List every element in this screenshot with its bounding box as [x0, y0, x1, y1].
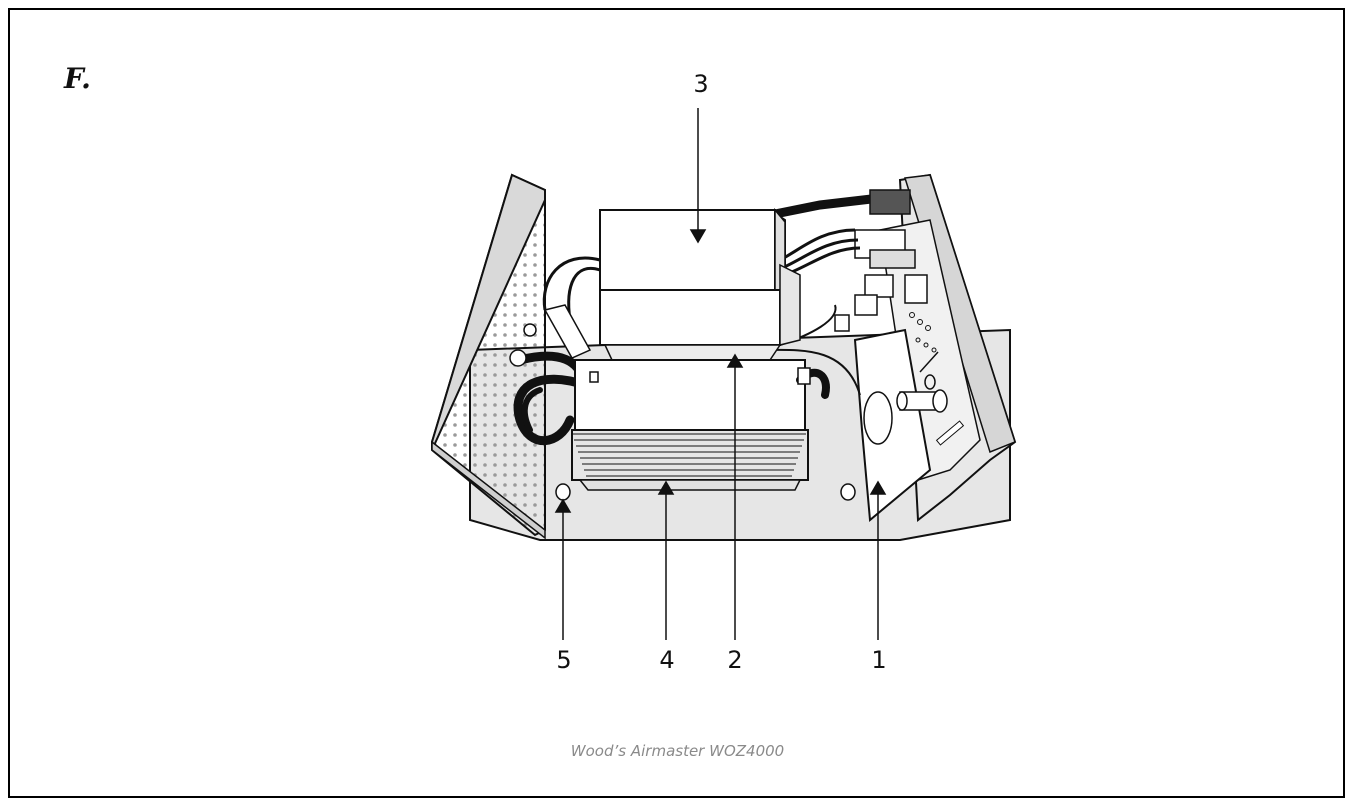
mounting-foot-right	[840, 483, 856, 501]
callout-5: 5	[556, 646, 572, 674]
callout-3: 3	[693, 70, 709, 98]
footer-caption: Wood’s Airmaster WOZ4000	[570, 742, 785, 760]
figure-label: F.	[64, 62, 91, 95]
heatsink-base	[578, 479, 802, 491]
ozone-generator-body	[599, 289, 781, 346]
mounting-foot-left	[555, 483, 571, 501]
ozone-generator-top	[599, 209, 776, 291]
left-side-panel-edge	[431, 173, 546, 451]
callout-4: 4	[659, 646, 675, 674]
fan-bracket	[853, 328, 932, 522]
heatsink-top	[574, 359, 806, 431]
transformer-plate	[603, 344, 782, 361]
callout-2: 2	[727, 646, 743, 674]
leader-lines	[554, 108, 887, 640]
heatsink-fins	[572, 433, 806, 477]
callout-1: 1	[871, 646, 887, 674]
